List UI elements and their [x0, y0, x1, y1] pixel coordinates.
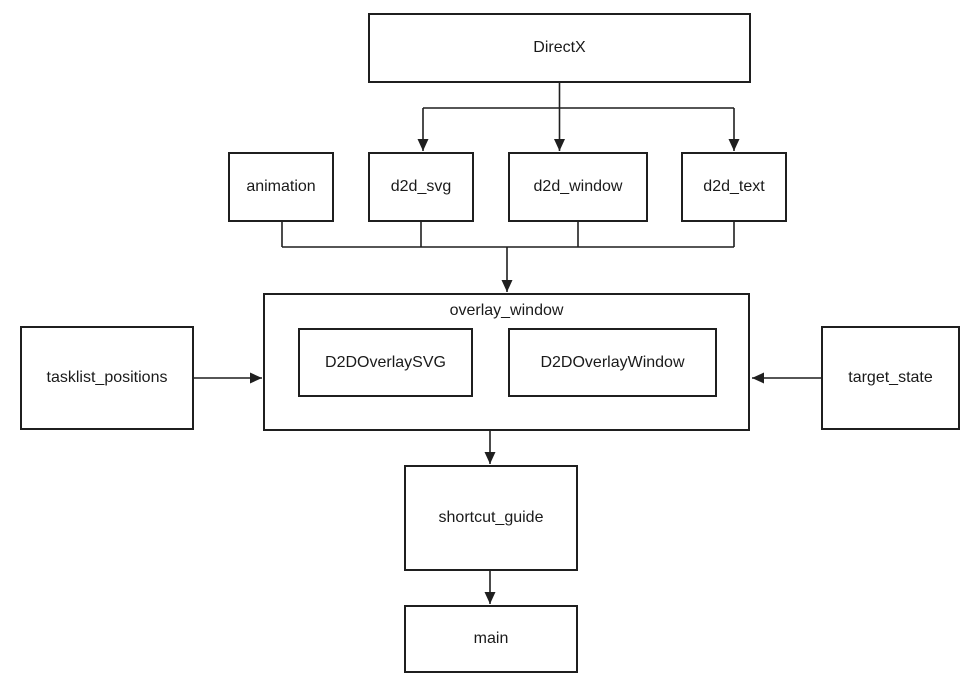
- node-d2d_overlay_window-label: D2DOverlayWindow: [540, 353, 685, 371]
- node-d2d_window: d2d_window: [508, 152, 648, 222]
- node-d2d_window-label: d2d_window: [533, 178, 623, 196]
- node-target_state-label: target_state: [848, 369, 933, 387]
- node-d2d_svg: d2d_svg: [368, 152, 474, 222]
- node-directx-label: DirectX: [533, 39, 586, 57]
- node-main: main: [404, 605, 578, 673]
- node-main-label: main: [473, 630, 509, 648]
- node-d2d_svg-label: d2d_svg: [390, 178, 452, 196]
- node-target_state: target_state: [821, 326, 960, 430]
- node-overlay_window-label: overlay_window: [449, 302, 564, 319]
- node-shortcut_guide: shortcut_guide: [404, 465, 578, 571]
- node-d2d_text: d2d_text: [681, 152, 787, 222]
- node-tasklist_positions: tasklist_positions: [20, 326, 194, 430]
- node-d2d_overlay_svg: D2DOverlaySVG: [298, 328, 473, 397]
- node-directx: DirectX: [368, 13, 751, 83]
- node-tasklist_positions-label: tasklist_positions: [46, 369, 168, 387]
- node-shortcut_guide-label: shortcut_guide: [438, 509, 544, 527]
- edge-row2-merge-bus: [281, 222, 735, 248]
- node-overlay_window: overlay_window: [263, 293, 750, 431]
- edge-directx-fanout-bus: [423, 83, 734, 109]
- node-animation-label: animation: [246, 178, 316, 196]
- node-animation: animation: [228, 152, 334, 222]
- node-d2d_overlay_svg-label: D2DOverlaySVG: [325, 353, 446, 371]
- node-d2d_text-label: d2d_text: [703, 178, 765, 196]
- node-d2d_overlay_window: D2DOverlayWindow: [508, 328, 717, 397]
